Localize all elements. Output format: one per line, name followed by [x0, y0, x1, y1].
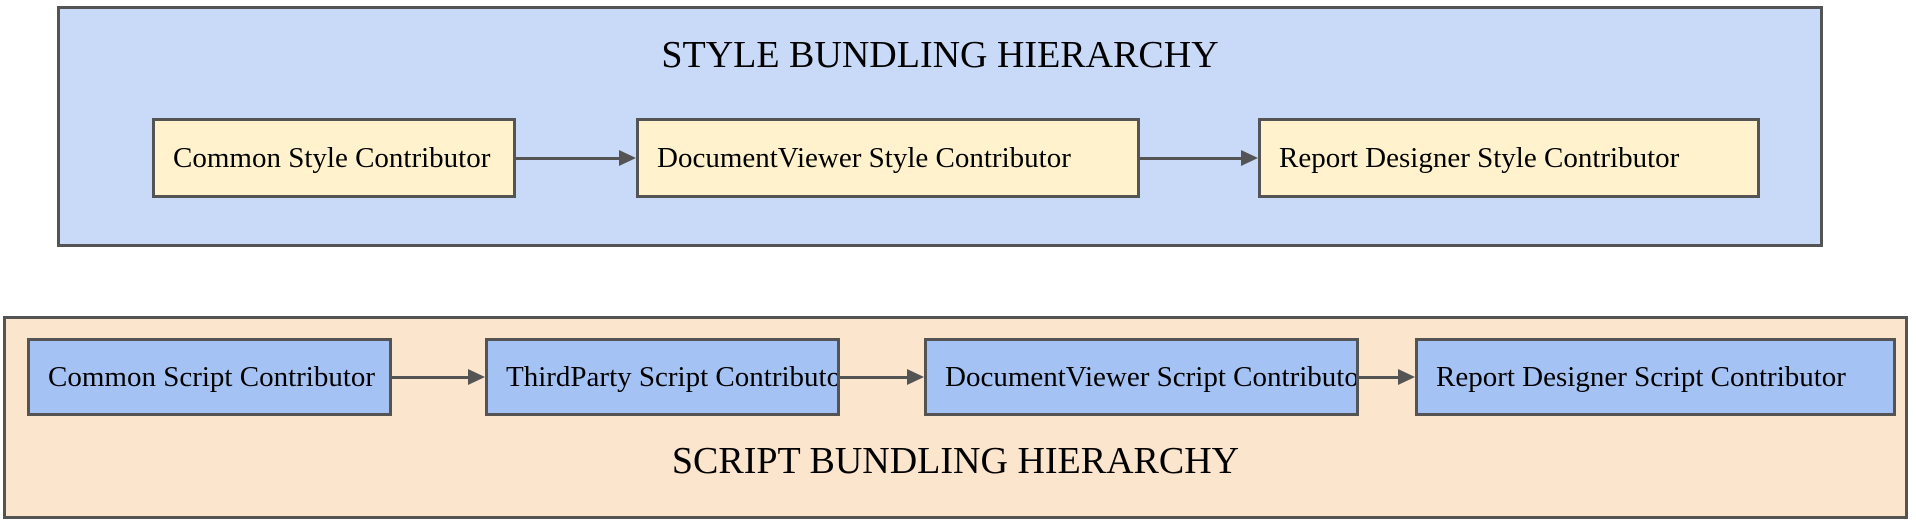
node-documentviewer-style-contributor: DocumentViewer Style Contributor: [636, 118, 1140, 198]
style-bundling-title: STYLE BUNDLING HIERARCHY: [661, 34, 1219, 76]
node-common-script-contributor: Common Script Contributor: [27, 338, 392, 416]
node-label: Report Designer Script Contributor: [1436, 360, 1846, 393]
arrow-documentviewer-to-reportdesigner-script: [1359, 369, 1415, 385]
node-label: Common Script Contributor: [48, 360, 376, 393]
arrowhead-right-icon: [907, 369, 924, 385]
arrowhead-right-icon: [619, 150, 636, 166]
arrowhead-right-icon: [1398, 369, 1415, 385]
arrow-shaft: [516, 156, 619, 160]
node-label: ThirdParty Script Contributor: [506, 360, 840, 393]
node-report-designer-style-contributor: Report Designer Style Contributor: [1258, 118, 1760, 198]
arrow-thirdparty-to-documentviewer-script: [840, 369, 924, 385]
script-bundling-title: SCRIPT BUNDLING HIERARCHY: [671, 440, 1240, 482]
arrow-shaft: [392, 375, 468, 379]
arrow-documentviewer-to-reportdesigner-style: [1140, 150, 1258, 166]
arrow-shaft: [1359, 375, 1398, 379]
arrow-common-to-documentviewer-style: [516, 150, 636, 166]
node-label: DocumentViewer Style Contributor: [657, 141, 1071, 174]
arrow-common-to-thirdparty-script: [392, 369, 485, 385]
node-report-designer-script-contributor: Report Designer Script Contributor: [1415, 338, 1896, 416]
node-label: Report Designer Style Contributor: [1279, 141, 1680, 174]
node-documentviewer-script-contributor: DocumentViewer Script Contributor: [924, 338, 1359, 416]
arrowhead-right-icon: [468, 369, 485, 385]
node-label: DocumentViewer Script Contributor: [945, 360, 1359, 393]
node-common-style-contributor: Common Style Contributor: [152, 118, 516, 198]
node-label: Common Style Contributor: [173, 141, 491, 174]
arrow-shaft: [840, 375, 907, 379]
arrowhead-right-icon: [1241, 150, 1258, 166]
arrow-shaft: [1140, 156, 1241, 160]
node-thirdparty-script-contributor: ThirdParty Script Contributor: [485, 338, 840, 416]
